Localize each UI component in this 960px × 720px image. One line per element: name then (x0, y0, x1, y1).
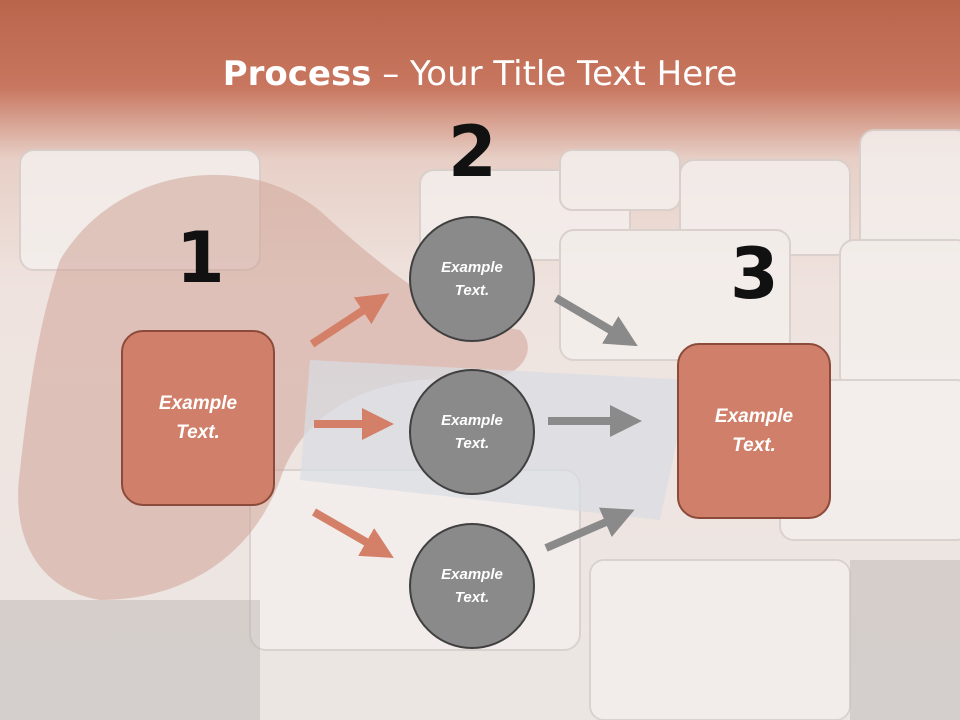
circle-top-text-line1: Example (441, 259, 503, 276)
circle-top-text-line2: Text. (454, 282, 490, 299)
circle-middle-text-line2: Text. (454, 435, 490, 452)
step-3-box-text-line1: Example (714, 406, 794, 427)
circle-middle-text-line1: Example (441, 412, 503, 429)
circle-top-text: Example Text. (441, 256, 503, 302)
step-2-circle-bottom: Example Text. (409, 523, 535, 649)
step-2-circle-top: Example Text. (409, 216, 535, 342)
step-number-2: 2 (448, 111, 497, 193)
arrow-box1-to-circle1 (309, 293, 390, 348)
arrow-circle1-to-box3 (553, 294, 638, 347)
slide-title: Process – Your Title Text Here (0, 50, 960, 98)
circle-middle-text: Example Text. (441, 409, 503, 455)
step-1-box-text-line2: Text. (176, 422, 220, 443)
step-1-box-text-line1: Example (158, 393, 238, 414)
step-3-box: Example Text. (677, 343, 831, 519)
step-1-box-text: Example Text. (159, 389, 237, 447)
circle-bottom-text-line1: Example (441, 566, 503, 583)
arrow-box1-to-circle3 (312, 508, 394, 558)
title-bold: Process (222, 54, 372, 94)
arrow-circle3-to-box3 (544, 507, 635, 552)
step-3-box-text: Example Text. (715, 402, 793, 460)
step-number-1: 1 (176, 217, 225, 299)
circle-bottom-text: Example Text. (441, 563, 503, 609)
step-number-3: 3 (730, 233, 779, 315)
step-2-circle-middle: Example Text. (409, 369, 535, 495)
title-rest: – Your Title Text Here (371, 54, 738, 94)
step-1-box: Example Text. (121, 330, 275, 506)
circle-bottom-text-line2: Text. (454, 589, 490, 606)
step-3-box-text-line2: Text. (732, 435, 776, 456)
